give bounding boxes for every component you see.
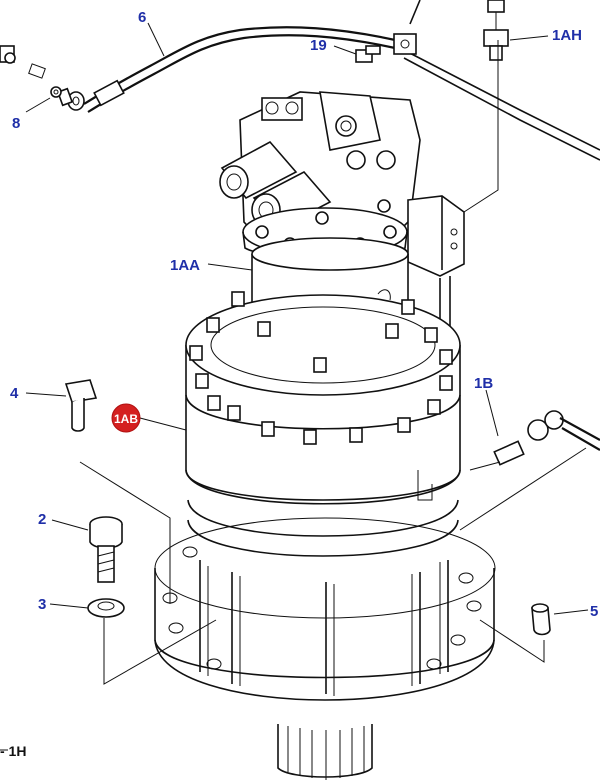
part-3-washer [87,598,125,618]
callout-4: 4 [10,385,19,402]
callout-3: 3 [38,596,46,613]
fitting-1B [469,410,600,471]
callout-1AA: 1AA [170,257,200,274]
pinion-gear [277,724,373,780]
red-marker-1AB: 1AB [111,403,141,433]
part-5-pin [531,603,551,636]
callout-1B: 1B [474,375,493,392]
part-2-bolt [89,516,123,583]
leader-lines [0,22,589,751]
callout-6: 6 [138,9,146,26]
callout-5: 5 [590,603,598,620]
callout-19: 19 [310,37,327,54]
main-housing [185,291,461,557]
bolt-19 [355,45,381,63]
marker-label: 1AB [114,412,138,426]
lower-flange-holes [162,546,482,670]
callout-2: 2 [38,511,46,528]
hose-assembly [56,26,396,113]
lower-housing [154,517,496,780]
left-fittings [0,45,62,98]
top-right-pipe [393,0,600,161]
fitting-1AH [483,0,509,61]
callout-8: 8 [12,115,20,132]
callout-1AH: 1AH [552,27,582,44]
footer-ref-1H: - 1H [0,743,26,759]
part-4-plug [64,379,98,432]
ring-bolts [189,291,453,445]
port-upper [219,140,298,200]
motor-head [219,91,421,260]
